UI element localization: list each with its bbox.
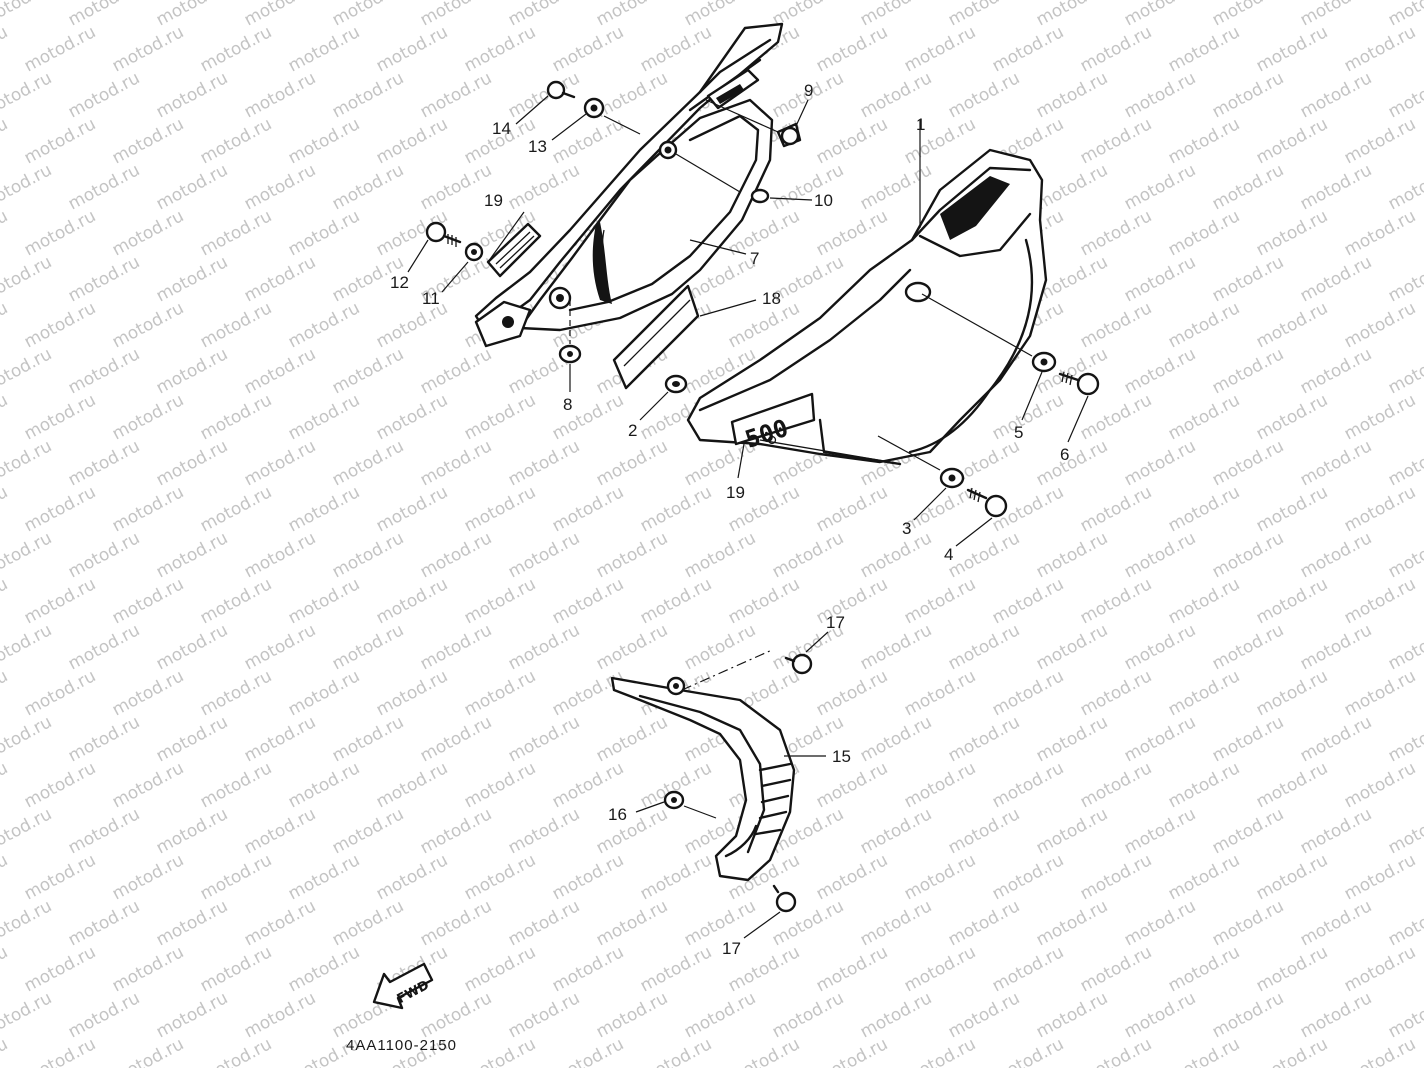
callout-5: 5 [1014, 423, 1023, 442]
callout-19-upper: 19 [484, 191, 503, 210]
callout-labels: 1 2 3 4 5 6 7 8 9 10 11 12 13 14 15 16 1… [390, 81, 1069, 958]
bolt-12 [425, 221, 462, 247]
right-side-cover: 500 [686, 148, 1048, 466]
grommet-11 [464, 242, 484, 262]
callout-3: 3 [902, 519, 911, 538]
callout-18: 18 [762, 289, 781, 308]
callout-7: 7 [750, 249, 759, 268]
callout-17-upper: 17 [826, 613, 845, 632]
callout-2: 2 [628, 421, 637, 440]
callout-15: 15 [832, 747, 851, 766]
callout-19-lower: 19 [726, 483, 745, 502]
bolt-4 [966, 487, 1008, 518]
grommet-2 [664, 374, 688, 394]
callout-6: 6 [1060, 445, 1069, 464]
callout-10: 10 [814, 191, 833, 210]
screw-9 [776, 122, 802, 148]
callout-11: 11 [422, 289, 440, 308]
callout-13: 13 [528, 137, 547, 156]
callout-14: 14 [492, 119, 511, 138]
decal-left [486, 222, 542, 278]
grommet-13 [583, 97, 605, 119]
callout-12: 12 [390, 273, 409, 292]
callout-8: 8 [563, 395, 572, 414]
callout-17-lower: 17 [722, 939, 741, 958]
grommet-16 [663, 790, 685, 810]
bolt-6 [1058, 371, 1100, 396]
bolt-14 [546, 80, 576, 100]
callout-16: 16 [608, 805, 627, 824]
callout-1: 1 [916, 115, 925, 134]
left-side-cover [474, 22, 784, 348]
grommet-5 [1031, 351, 1057, 373]
callout-4: 4 [944, 545, 953, 564]
leader-lines [407, 95, 1089, 939]
lower-cover [610, 676, 796, 882]
callout-9: 9 [804, 81, 813, 100]
diagram-code: 4AA1100-2150 [346, 1037, 457, 1054]
fwd-arrow: FWD [372, 962, 434, 1010]
decal-18 [612, 284, 700, 390]
bolt-17-lower [772, 884, 797, 913]
bolt-17-upper [784, 653, 813, 675]
grommet-3 [939, 467, 965, 489]
washer-10 [750, 188, 770, 204]
collar-8 [558, 344, 582, 364]
